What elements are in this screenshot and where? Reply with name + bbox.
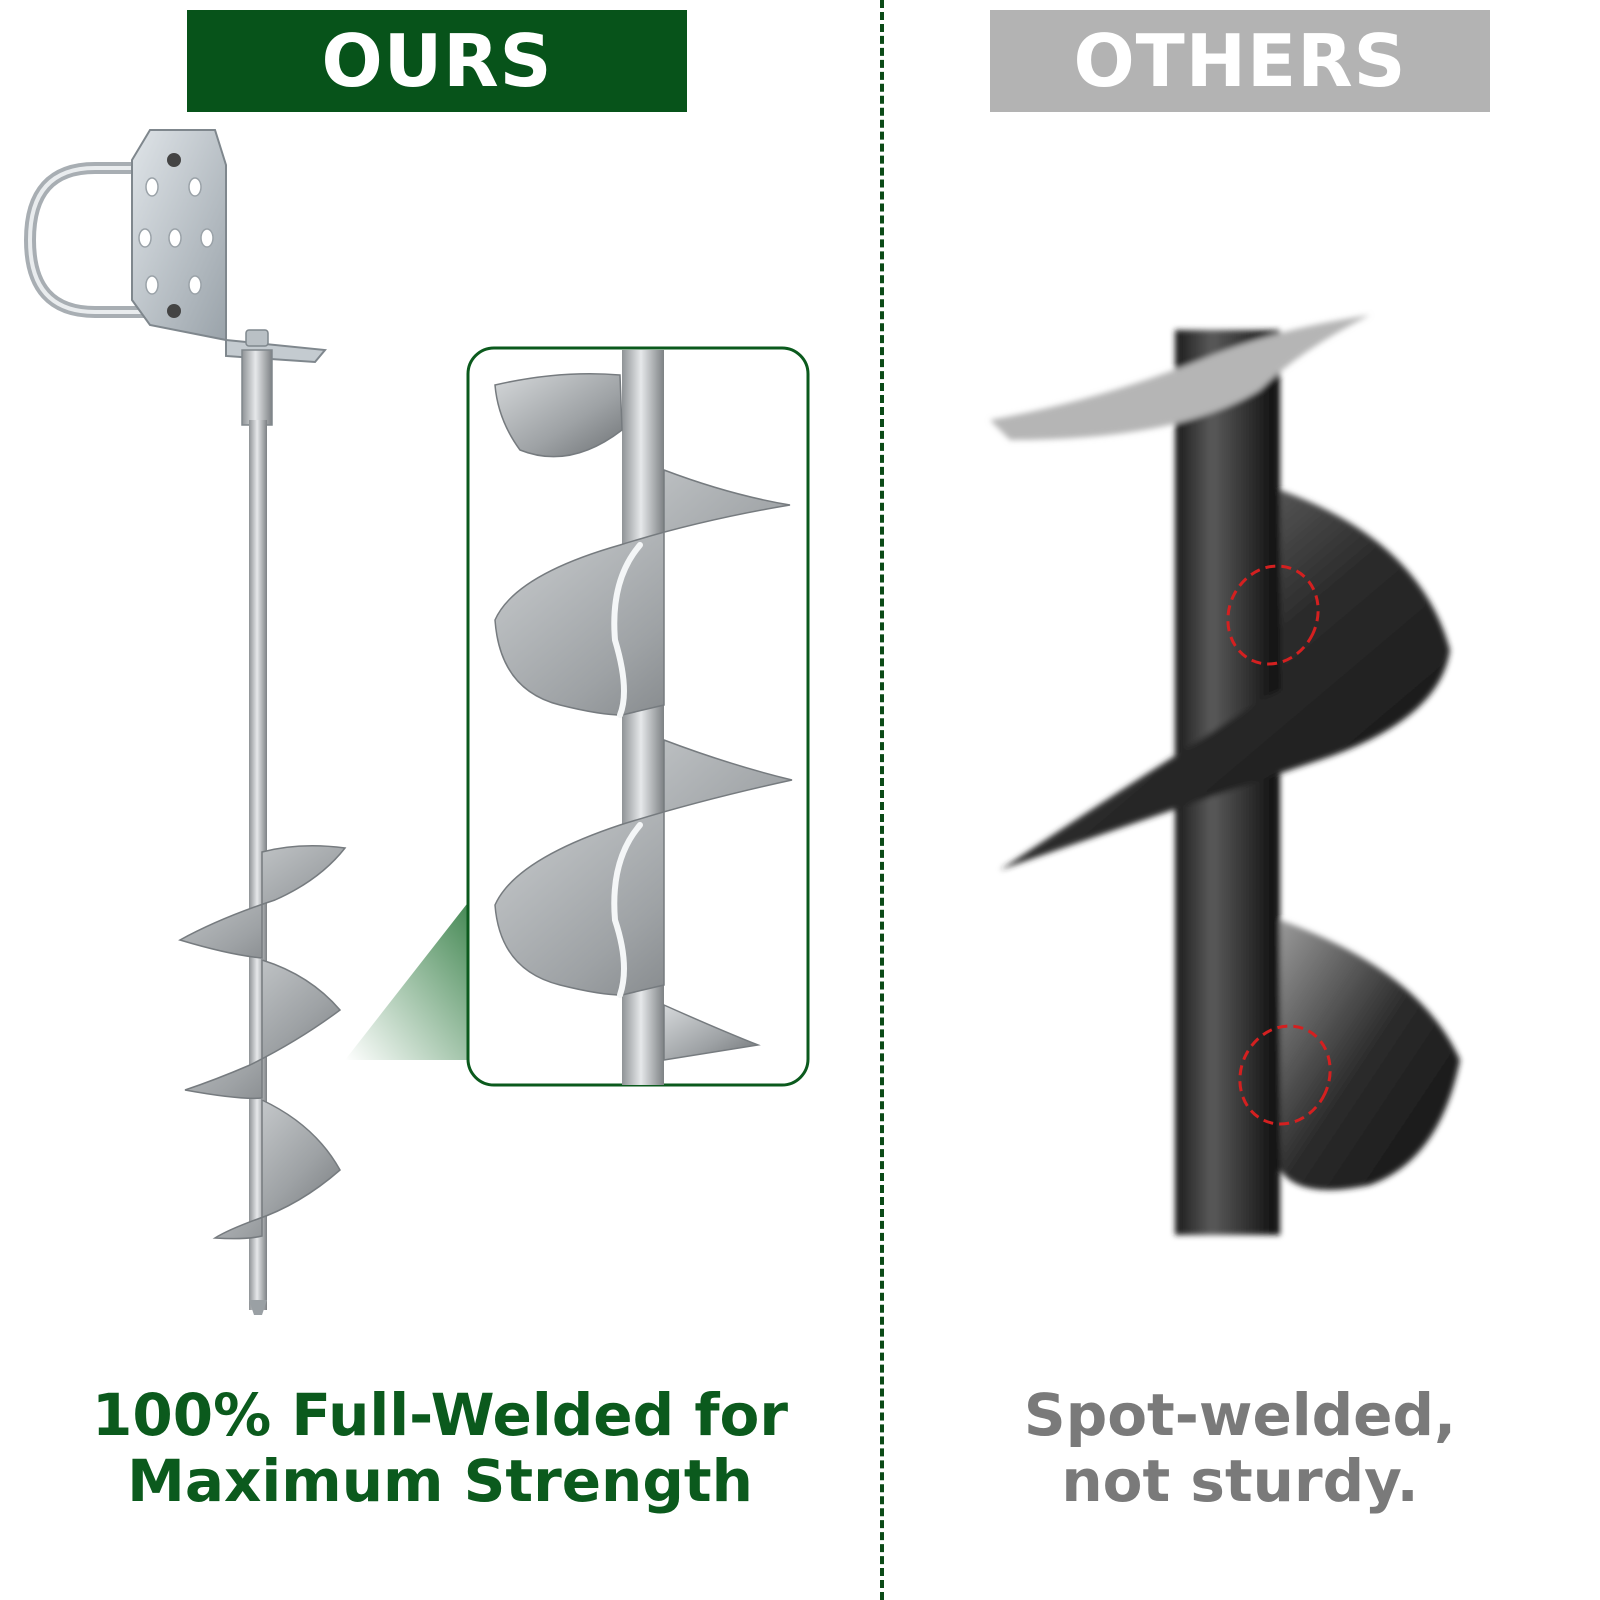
ours-caption: 100% Full-Welded for Maximum Strength xyxy=(60,1382,820,1514)
zoom-highlight-beam xyxy=(345,900,470,1060)
others-caption: Spot-welded, not sturdy. xyxy=(940,1382,1540,1514)
spot-weld-marker xyxy=(1238,1024,1332,1126)
ours-caption-line1: 100% Full-Welded for xyxy=(92,1381,788,1449)
others-label: OTHERS xyxy=(990,10,1490,112)
weld-closeup-inset xyxy=(466,346,810,1087)
center-divider xyxy=(880,0,884,1600)
spot-welded-auger-image xyxy=(990,310,1460,1235)
ours-label: OURS xyxy=(187,10,687,112)
auger-product-image xyxy=(23,129,347,1315)
others-caption-line1: Spot-welded, xyxy=(1023,1381,1457,1449)
ours-caption-line2: Maximum Strength xyxy=(127,1447,753,1515)
others-caption-line2: not sturdy. xyxy=(1061,1447,1419,1515)
spot-weld-marker xyxy=(1226,564,1320,666)
